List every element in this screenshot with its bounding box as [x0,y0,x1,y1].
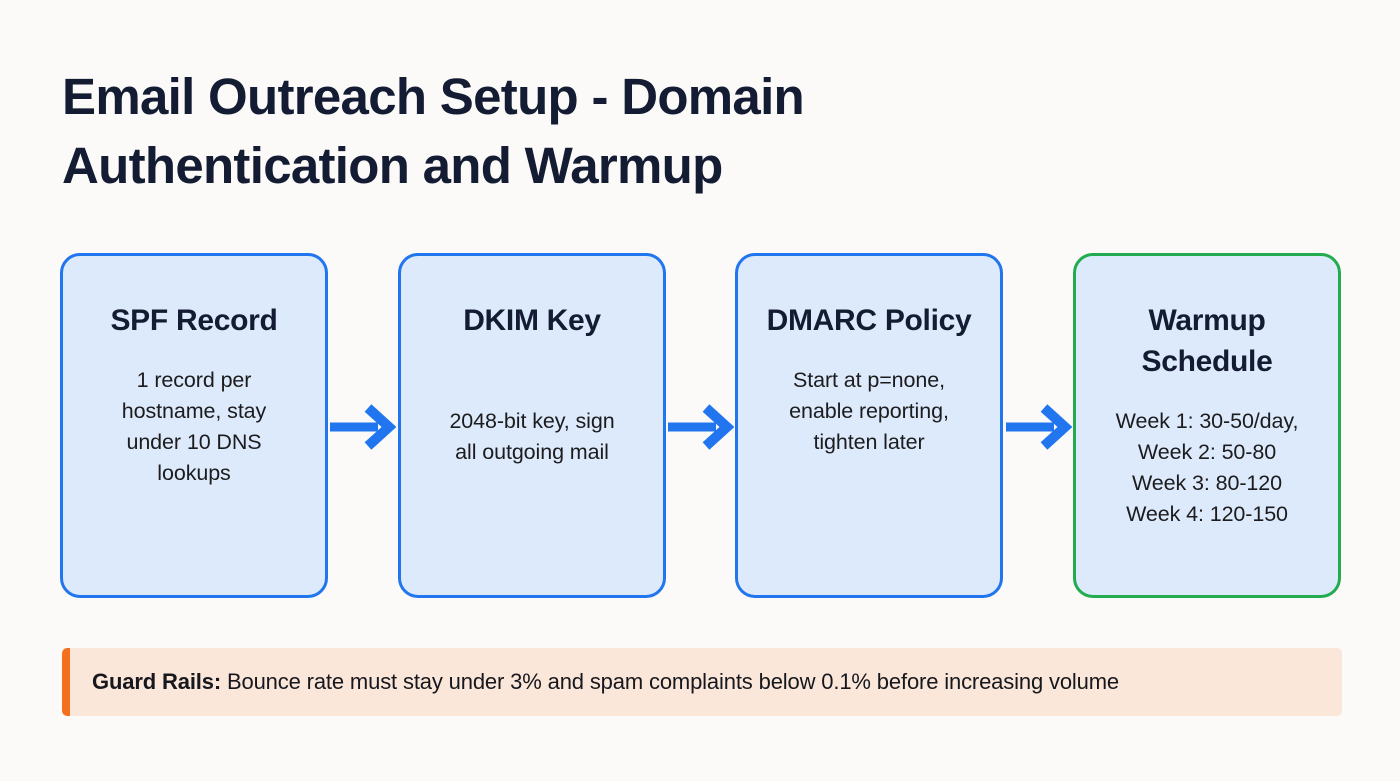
node-spf-record-body-line-1: 1 record per [136,368,252,392]
node-dmarc-policy-title: DMARC Policy [767,300,972,341]
node-dkim-key[interactable]: DKIM Key 2048-bit key, sign all outgoing… [398,253,666,598]
node-warmup-schedule-body-line-3: Week 3: 80-120 [1132,471,1282,495]
node-dkim-key-body-line-1: 2048-bit key, sign [449,409,615,433]
node-dmarc-policy-title-line-2: Policy [884,304,972,337]
node-dkim-key-title-line-1: DKIM Key [463,304,601,337]
node-warmup-schedule-title-line-2: Schedule [1141,345,1273,378]
node-dkim-key-title: DKIM Key [463,300,601,341]
page-title: Email Outreach Setup - Domain Authentica… [62,62,1072,200]
node-dkim-key-body-line-2: all outgoing mail [455,440,609,464]
callout-label: Guard Rails: [92,669,222,694]
node-spf-record-body-line-4: lookups [157,461,231,485]
node-spf-record-body: 1 record per hostname, stay under 10 DNS… [121,365,267,489]
node-spf-record-title: SPF Record [110,300,277,341]
callout-body: Bounce rate must stay under 3% and spam … [221,669,1120,694]
callout-text: Guard Rails: Bounce rate must stay under… [62,667,1119,697]
node-dmarc-policy-title-line-1: DMARC [766,304,877,337]
node-spf-record[interactable]: SPF Record 1 record per hostname, stay u… [60,253,328,598]
node-warmup-schedule-body-line-4: Week 4: 120-150 [1126,502,1288,526]
node-spf-record-title-line-2: Record [175,304,278,337]
node-warmup-schedule-title: Warmup Schedule [1090,300,1324,382]
node-dmarc-policy-body-line-3: tighten later [813,430,925,454]
node-warmup-schedule-body-line-1: Week 1: 30-50/day, [1115,409,1299,433]
arrow-right-icon-dmarc-to-warmup [1006,404,1072,450]
arrow-right-icon-spf-to-dkim [330,404,396,450]
node-spf-record-body-line-3: under 10 DNS [126,430,262,454]
node-dmarc-policy[interactable]: DMARC Policy Start at p=none, enable rep… [735,253,1003,598]
node-dkim-key-body: 2048-bit key, sign all outgoing mail [449,406,614,468]
node-warmup-schedule[interactable]: Warmup Schedule Week 1: 30-50/day, Week … [1073,253,1341,598]
flow-diagram: SPF Record 1 record per hostname, stay u… [60,253,1342,600]
node-spf-record-title-line-1: SPF [110,304,168,337]
node-warmup-schedule-body-line-2: Week 2: 50-80 [1137,440,1277,464]
node-dmarc-policy-body-line-2: enable reporting, [789,399,949,423]
page-title-line-1: Email Outreach Setup - Domain [62,68,805,125]
callout-accent-bar [62,648,70,716]
arrow-right-icon-dkim-to-dmarc [668,404,734,450]
node-dmarc-policy-body: Start at p=none, enable reporting, tight… [789,365,949,458]
node-warmup-schedule-title-line-1: Warmup [1148,304,1266,337]
guard-rails-callout: Guard Rails: Bounce rate must stay under… [62,648,1342,716]
node-dmarc-policy-body-line-1: Start at p=none, [792,368,945,392]
page-title-line-2: Authentication and Warmup [62,137,723,194]
node-warmup-schedule-body: Week 1: 30-50/day, Week 2: 50-80 Week 3:… [1116,406,1299,530]
node-spf-record-body-line-2: hostname, stay [121,399,267,423]
